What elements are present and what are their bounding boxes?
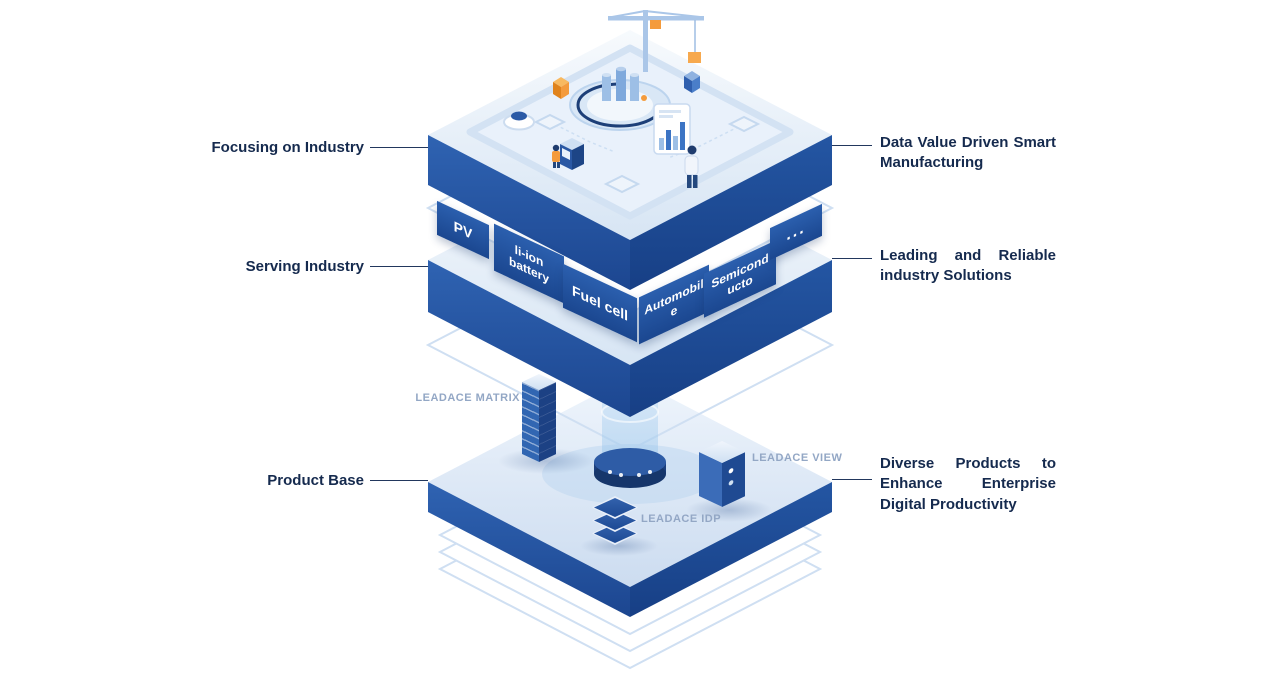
connector-line xyxy=(370,480,428,481)
cube-top-face xyxy=(699,441,745,463)
layer-desc-industry-solutions: Leading and Reliable industry Solutions xyxy=(832,246,1056,287)
product-label-leadace-matrix: LEADACE MATRIX xyxy=(415,392,520,404)
idp-layer xyxy=(592,509,638,532)
idp-layer xyxy=(592,496,638,519)
floor-pad-icon xyxy=(603,174,641,194)
product-label-leadace-idp: LEADACE IDP xyxy=(641,513,722,525)
tower-top-face xyxy=(522,374,556,390)
layer-desc-smart-manufacturing: Data Value Driven Smart Manufacturing xyxy=(832,133,1056,174)
connector-line xyxy=(832,145,872,146)
connector-line xyxy=(832,258,872,259)
tower-left-face xyxy=(522,382,539,462)
leadace-matrix-server-icon xyxy=(522,374,556,470)
smart-factory-scene xyxy=(466,10,794,220)
orange-cube-icon xyxy=(553,77,569,99)
tower-right-face xyxy=(539,382,556,462)
worker-icon xyxy=(552,144,560,168)
floor-pad-icon xyxy=(533,113,567,131)
leadace-view-box-icon xyxy=(699,441,745,511)
blue-cube-icon xyxy=(684,71,700,93)
dashboard-chart-icon xyxy=(653,103,691,155)
layer-label-focusing-on-industry: Focusing on Industry xyxy=(211,139,428,156)
layer-label-text: Serving Industry xyxy=(245,258,364,275)
crane-icon xyxy=(608,10,704,72)
idp-shadow xyxy=(580,536,658,556)
product-label-leadace-view: LEADACE VIEW xyxy=(752,452,843,464)
layer-label-text: Product Base xyxy=(267,472,364,489)
floor-pad-icon xyxy=(727,115,761,133)
connector-line xyxy=(370,147,428,148)
factory-floor-mat xyxy=(466,44,794,220)
layer-desc-digital-productivity: Diverse Products to Enhance Enterprise D… xyxy=(832,454,1056,515)
layer-desc-text: Leading and Reliable industry Solutions xyxy=(880,247,1056,285)
layer-label-text: Focusing on Industry xyxy=(211,139,365,156)
idp-layer xyxy=(592,522,638,545)
connector-line xyxy=(370,266,428,267)
connector-line xyxy=(832,479,872,480)
machine-icon xyxy=(569,66,671,131)
leadace-idp-stack-icon xyxy=(592,496,638,548)
kiosk-icon xyxy=(560,138,584,170)
layer-label-serving-industry: Serving Industry xyxy=(246,258,428,275)
layer-label-product-base: Product Base xyxy=(267,472,428,489)
person-icon xyxy=(684,145,699,188)
layer-desc-text: Diverse Products to Enhance Enterprise D… xyxy=(880,455,1056,513)
layer-desc-text: Data Value Driven Smart Manufacturing xyxy=(880,134,1056,172)
robot-icon xyxy=(503,111,535,131)
